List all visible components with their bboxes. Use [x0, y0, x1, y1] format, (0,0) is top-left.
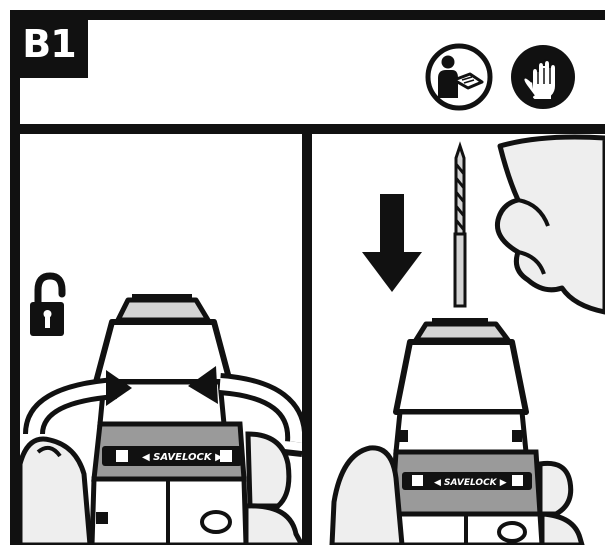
step-label: B1: [22, 22, 76, 66]
drill-chuck: ◀ SAVELOCK ▶: [89, 294, 249, 545]
frame-top-border: [10, 10, 605, 20]
right-hand: [243, 431, 302, 545]
down-arrow-icon: [362, 194, 422, 292]
read-manual-icon: [424, 42, 494, 112]
right-hand: [537, 460, 585, 545]
panel-unlock-chuck: ◀ SAVELOCK ▶: [20, 134, 302, 545]
left-hand: [20, 436, 93, 545]
hand-holding-bit: [494, 134, 605, 315]
chuck-brand-label: ◀ SAVELOCK ▶: [142, 452, 223, 463]
unlock-padlock-icon: [30, 272, 66, 336]
wear-gloves-icon: [508, 42, 578, 112]
drill-bit-icon: [453, 141, 467, 308]
panel-divider: [302, 124, 312, 545]
panel-insert-bit: ◀ SAVELOCK ▶: [312, 134, 605, 545]
rotate-counterclockwise-arrow-icon: [23, 366, 302, 457]
chuck-brand-label: ◀ SAVELOCK ▶: [434, 478, 507, 488]
left-hand: [329, 445, 405, 545]
frame-left-border: [10, 10, 20, 545]
step-badge: B1: [10, 10, 88, 78]
drill-chuck: ◀ SAVELOCK ▶: [387, 318, 545, 545]
